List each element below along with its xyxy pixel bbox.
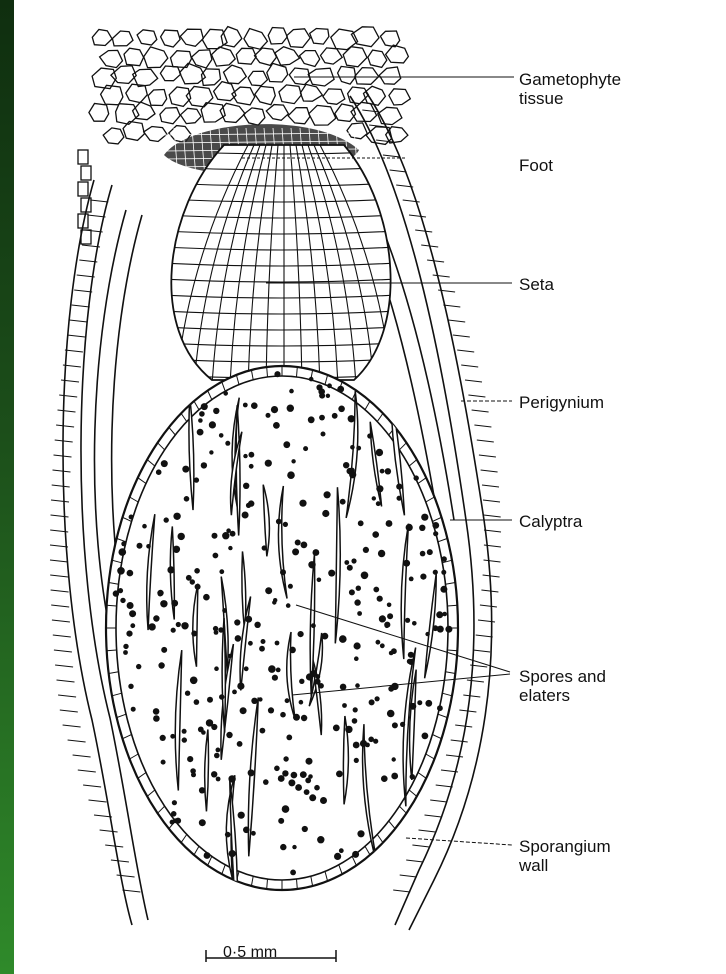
label-gametophyte-tissue: Gametophyte tissue	[519, 70, 621, 108]
label-calyptra: Calyptra	[519, 512, 582, 531]
label-foot: Foot	[519, 156, 553, 175]
sporophyte-illustration	[14, 0, 726, 974]
scale-bar-label: 0·5 mm	[223, 944, 277, 962]
seta-shape	[144, 145, 414, 385]
sporangium-capsule	[106, 366, 458, 933]
label-sporangium-wall: Sporangium wall	[519, 837, 611, 875]
leader-sporangium	[406, 838, 512, 845]
diagram-canvas: Gametophyte tissue Foot Seta Perigynium …	[14, 0, 726, 974]
label-seta: Seta	[519, 275, 554, 294]
label-spores-and-elaters: Spores and elaters	[519, 667, 606, 705]
label-perigynium: Perigynium	[519, 393, 604, 412]
